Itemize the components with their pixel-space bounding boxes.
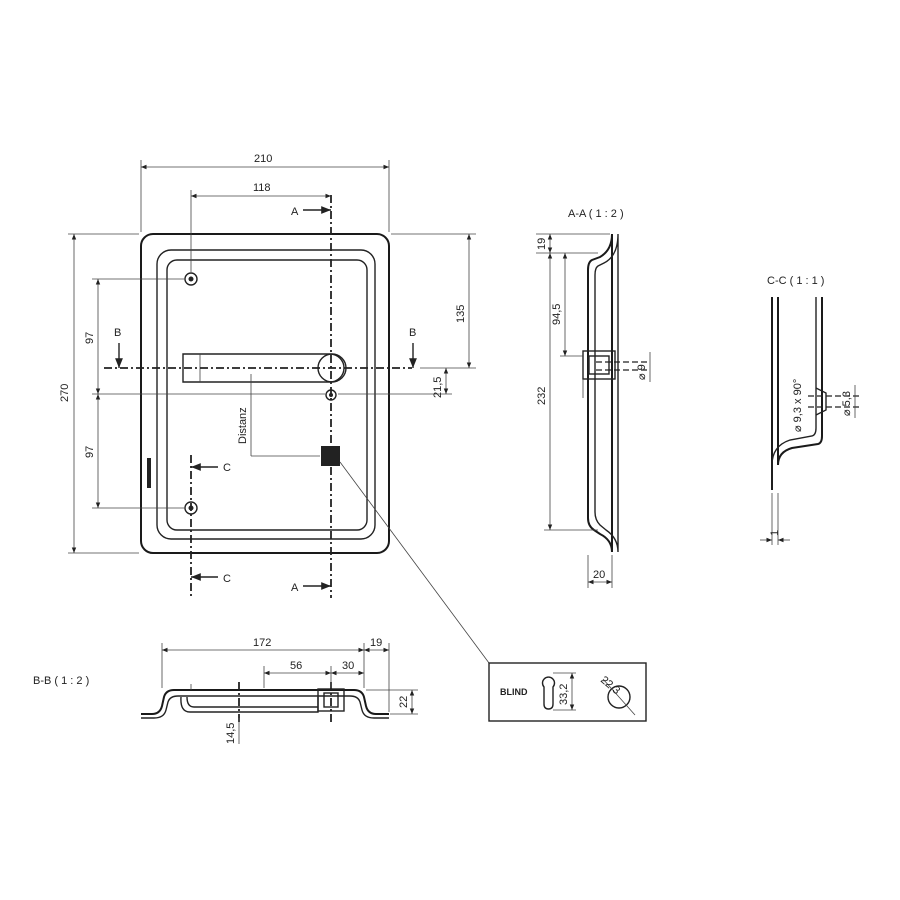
label-distanz: Distanz: [237, 407, 249, 444]
screw-hole-top: [184, 272, 198, 286]
front-view: A A B B C C 210 118 270 97 97: [59, 153, 490, 664]
cc-dim-countersink: ⌀ 9,3 x 90°: [792, 379, 804, 432]
aa-dim-232: 232: [536, 387, 548, 405]
aa-dim-19: 19: [536, 238, 548, 250]
section-a-top: A: [291, 206, 299, 218]
recess-outer: [156, 249, 376, 540]
aa-dim-94-5: 94,5: [551, 304, 563, 325]
bb-dim-30: 30: [342, 660, 354, 672]
cc-dim-1: 1: [769, 530, 781, 536]
dim-118: 118: [253, 182, 271, 194]
dim-270: 270: [59, 384, 71, 402]
detail-dim-33-2: 33,2: [558, 684, 570, 705]
section-cc: C-C ( 1 : 1 ) ⌀ 9,3 x 90° ⌀ 5,3 1: [760, 275, 860, 545]
section-b-right: B: [409, 327, 416, 339]
round-lock: [607, 685, 631, 709]
cc-dim-dia5-3: ⌀ 5,3: [841, 391, 853, 416]
bb-dim-19: 19: [370, 637, 382, 649]
section-b-left: B: [114, 327, 121, 339]
section-c-top: C: [223, 462, 231, 474]
bb-dim-56: 56: [290, 660, 302, 672]
section-c-bottom: C: [223, 573, 231, 585]
aa-profile: [587, 233, 613, 553]
bb-dim-172: 172: [253, 637, 271, 649]
detail-dim-22-3: 22,3: [598, 674, 622, 697]
section-a-bottom: A: [291, 582, 299, 594]
section-bb: B-B ( 1 : 2 ) 172 19 56 30 22 14,5: [33, 637, 418, 744]
section-aa: A-A ( 1 : 2 ) 19 94,5 232 20 ⌀ 9: [536, 208, 651, 588]
dim-210: 210: [254, 153, 272, 165]
section-bb-title: B-B ( 1 : 2 ): [33, 675, 89, 687]
recess-inner: [166, 259, 368, 531]
aa-dim-dia9: ⌀ 9: [636, 364, 648, 380]
aa-dim-20: 20: [593, 569, 605, 581]
bb-dim-22: 22: [398, 696, 410, 708]
dim-97-bottom: 97: [84, 446, 96, 458]
detail-frame: [488, 662, 647, 722]
dim-97-top: 97: [84, 332, 96, 344]
bb-dim-14-5: 14,5: [225, 723, 237, 744]
keyhole-shape: [541, 676, 556, 710]
detail-box: BLIND 33,2 22,3: [488, 662, 647, 722]
outer-frame: [140, 233, 390, 554]
bb-profile: [141, 689, 389, 715]
aa-lock: [582, 350, 616, 380]
dim-21-5: 21,5: [432, 377, 444, 398]
bb-handle: [180, 696, 319, 713]
section-aa-title: A-A ( 1 : 2 ): [568, 208, 624, 220]
brand-stamp: [147, 458, 151, 488]
cc-profile: [771, 297, 823, 490]
detail-blind-label: BLIND: [500, 687, 528, 697]
section-cc-title: C-C ( 1 : 1 ): [767, 275, 824, 287]
dim-135: 135: [455, 305, 467, 323]
